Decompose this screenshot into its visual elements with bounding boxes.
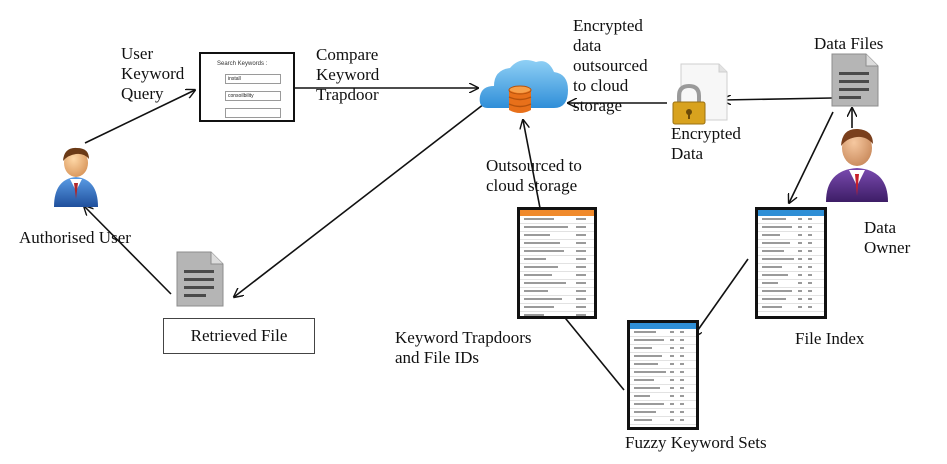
data-files-document-icon: [831, 53, 879, 107]
keyword-field-2[interactable]: consoilbility: [225, 91, 281, 101]
fuzzy-keyword-sets-table: [627, 320, 699, 430]
file-index-table: [755, 207, 827, 319]
data-owner-label: Data Owner: [864, 218, 911, 257]
data-files-label: Data Files: [814, 34, 884, 53]
cloud-storage-icon: [479, 60, 568, 113]
search-form-title: Search Keywords :: [217, 61, 268, 67]
compare-keyword-trapdoor-label: Compare Keyword Trapdoor: [316, 45, 380, 104]
retrieved-file-document-icon: [176, 251, 224, 307]
search-query-form: Search Keywords : install consoilbility: [199, 52, 295, 122]
encrypted-outsourced-label: Encrypted data outsourced to cloud stora…: [573, 16, 648, 115]
outsourced-to-cloud-label: Outsourced to cloud storage: [486, 156, 582, 195]
arrow-files-to-index: [789, 111, 834, 203]
arrow-index-to-fuzzy: [693, 258, 749, 337]
arrow-retrieved-to-user: [84, 206, 172, 295]
keyword-trapdoors-table: [517, 207, 597, 319]
arrow-cloud-to-retrieved: [234, 103, 485, 297]
authorised-user-label: Authorised User: [19, 228, 131, 247]
user-keyword-query-label: User Keyword Query: [121, 44, 185, 103]
keyword-trapdoors-label: Keyword Trapdoors and File IDs: [395, 328, 532, 367]
keyword-field-1[interactable]: install: [225, 74, 281, 84]
arrow-files-to-lock: [722, 98, 833, 100]
encrypted-data-label: Encrypted Data: [671, 124, 741, 163]
retrieved-file-box: Retrieved File: [163, 318, 315, 354]
authorised-user-icon: [54, 147, 98, 207]
encrypted-data-lock-icon: [672, 63, 728, 125]
keyword-field-3[interactable]: [225, 108, 281, 118]
arrow-fuzzy-to-trapdoors: [557, 308, 625, 391]
data-owner-icon: [826, 128, 888, 202]
fuzzy-keyword-sets-label: Fuzzy Keyword Sets: [625, 433, 767, 452]
arrow-user-to-query: [84, 90, 195, 144]
file-index-label: File Index: [795, 329, 865, 348]
arrow-trapdoors-to-cloud: [523, 120, 541, 209]
retrieved-file-label: Retrieved File: [190, 326, 288, 345]
